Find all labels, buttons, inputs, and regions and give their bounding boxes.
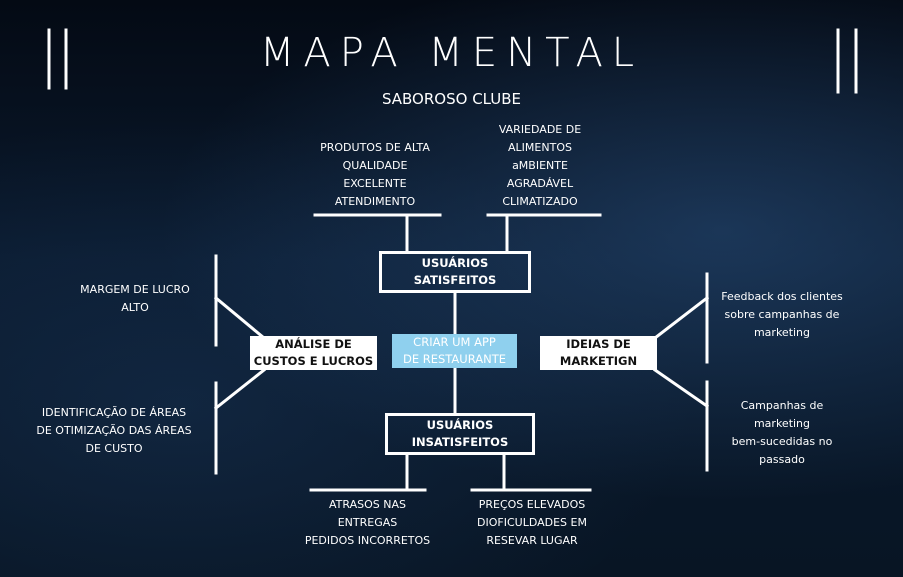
node-unsatisfied-users: USUÁRIOS INSATISFEITOS — [385, 413, 535, 455]
leaf-delays: ATRASOS NAS ENTREGAS PEDIDOS INCORRETOS — [304, 498, 431, 547]
node-center-app: CRIAR UM APP DE RESTAURANTE — [392, 334, 517, 368]
leaf-feedback: Feedback dos clientes sobre campanhas de… — [721, 290, 843, 339]
leaf-prices: PREÇOS ELEVADOS DIOFICULDADES EM RESEVAR… — [477, 498, 587, 547]
leaf-margin: MARGEM DE LUCRO ALTO — [80, 283, 190, 314]
node-costs-analysis: ANÁLISE DE CUSTOS E LUCROS — [250, 336, 377, 370]
leaf-quality: PRODUTOS DE ALTA QUALIDADE EXCELENTE ATE… — [320, 141, 430, 208]
page-subtitle: SABOROSO CLUBE — [381, 90, 522, 108]
leaf-variety: VARIEDADE DE ALIMENTOS aMBIENTE AGRADÁVE… — [498, 123, 582, 208]
leaf-campaigns: Campanhas de marketing bem-sucedidas no … — [731, 399, 833, 466]
node-satisfied-users: USUÁRIOS SATISFEITOS — [379, 251, 531, 293]
node-marketing-ideas: IDEIAS DE MARKETIGN — [540, 336, 657, 370]
leaf-identify: IDENTIFICAÇÃO DE ÁREAS DE OTIMIZAÇÃO DAS… — [36, 406, 192, 455]
page-title: MAPA MENTAL — [259, 30, 644, 76]
